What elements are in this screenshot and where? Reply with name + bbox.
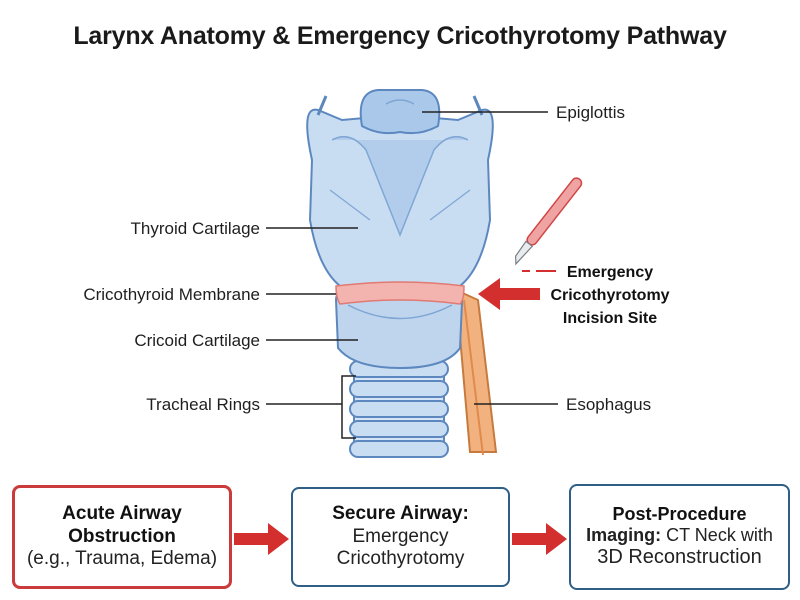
step1-title-line2: Obstruction (68, 525, 176, 547)
label-epiglottis: Epiglottis (556, 103, 625, 122)
tracheal-bracket (341, 375, 356, 439)
incision-callout-line1: Emergency (567, 264, 653, 281)
step1-title-line1: Acute Airway (62, 503, 182, 525)
arrow-left-icon (478, 278, 540, 310)
step3-detail: 3D Reconstruction (597, 546, 762, 569)
flow-step-secure-airway: Secure Airway: Emergency Cricothyrotomy (291, 487, 510, 587)
cricothyroid-membrane-shape (335, 281, 465, 305)
step2-detail-line2: Cricothyrotomy (336, 548, 465, 570)
step2-title: Secure Airway: (332, 503, 469, 525)
larynx-diagram: Epiglottis Thyroid Cartilage Cricothyroi… (83, 89, 670, 458)
label-tracheal-rings: Tracheal Rings (146, 395, 260, 414)
page-title: Larynx Anatomy & Emergency Cricothyrotom… (73, 22, 727, 50)
incision-callout-line2: Cricothyrotomy (550, 287, 669, 304)
step3-imaging-bold: Imaging: (586, 525, 662, 546)
trachea-shape (349, 359, 449, 458)
step1-detail: (e.g., Trauma, Edema) (26, 548, 218, 570)
label-cricoid-cartilage: Cricoid Cartilage (134, 331, 260, 350)
label-thyroid-cartilage: Thyroid Cartilage (131, 219, 260, 238)
arrow-right-icon (234, 523, 289, 555)
esophagus-shape (454, 288, 498, 456)
step3-title-line1: Post-Procedure (612, 503, 747, 524)
step3-title-line2: Imaging: CT Neck with (586, 525, 773, 546)
scalpel-icon (515, 177, 583, 266)
step3-ct-neck: CT Neck with (661, 525, 773, 546)
label-esophagus: Esophagus (566, 395, 651, 414)
step2-detail-line1: Emergency (352, 525, 449, 547)
arrow-right-icon (512, 523, 567, 555)
epiglottis-shape (359, 89, 441, 135)
label-cricothyroid-membrane: Cricothyroid Membrane (83, 285, 260, 304)
incision-callout-line3: Incision Site (563, 310, 657, 327)
flow-step-acute-obstruction: Acute Airway Obstruction (e.g., Trauma, … (12, 485, 232, 589)
flow-step-post-procedure-imaging: Post-Procedure Imaging: CT Neck with 3D … (569, 484, 790, 590)
